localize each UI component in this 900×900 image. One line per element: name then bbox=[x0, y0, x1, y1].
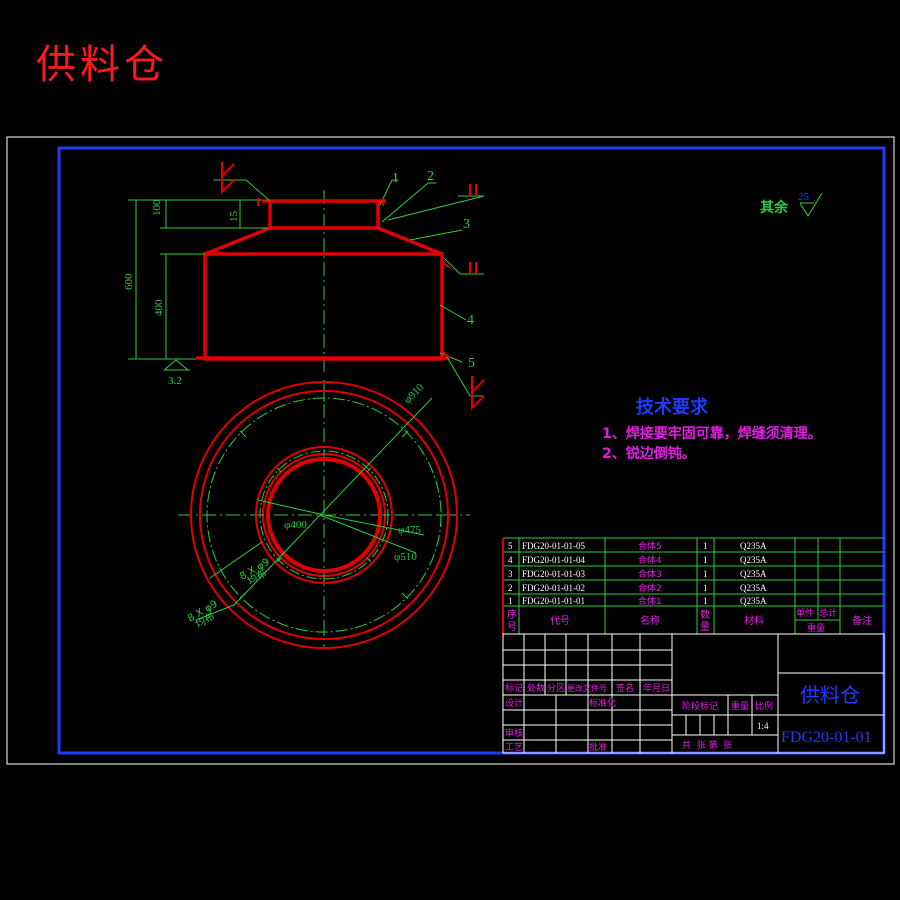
tb-check: 审核 bbox=[505, 727, 523, 739]
dim-600: 600 bbox=[123, 273, 135, 290]
tb-stage-mark: 阶段标记 bbox=[682, 700, 718, 712]
bom-row-name: 合体5 bbox=[638, 540, 662, 552]
bom-row-name: 合体4 bbox=[638, 554, 662, 566]
bom-row-qty: 1 bbox=[703, 596, 708, 606]
tech-requirements: 技术要求 1、焊接要牢固可靠，焊缝须清理。 2、锐边倒钝。 bbox=[602, 396, 822, 462]
tb-approve: 批准 bbox=[589, 741, 607, 753]
bom-row-code: FDG20-01-01-03 bbox=[522, 569, 585, 579]
roughness-other-label: 其余 bbox=[760, 199, 789, 216]
roughness-base-value: 3.2 bbox=[168, 375, 182, 387]
tb-drawing-name: 供料仓 bbox=[800, 683, 860, 707]
part-label-3: 3 bbox=[463, 217, 470, 232]
bom-header-single: 单件 bbox=[796, 607, 814, 619]
bom-row-no: 1 bbox=[508, 596, 513, 606]
title-block bbox=[502, 633, 885, 754]
bom-header-qty: 量 bbox=[700, 621, 710, 633]
tech-req-heading: 技术要求 bbox=[636, 396, 709, 418]
bom-row-no: 4 bbox=[508, 555, 513, 565]
bom-row-qty: 1 bbox=[703, 555, 708, 565]
part-label-5: 5 bbox=[468, 356, 475, 371]
roughness-other: 其余 25 bbox=[760, 191, 823, 217]
tb-weight: 重量 bbox=[731, 700, 749, 712]
bom-header-weight: 重量 bbox=[807, 622, 825, 634]
bom-row-qty: 1 bbox=[703, 541, 708, 551]
bom-header-material: 材料 bbox=[744, 614, 764, 627]
tb-design: 设计 bbox=[505, 697, 523, 709]
tb-scale: 比例 bbox=[755, 700, 773, 712]
bom-header-no: 序 bbox=[507, 608, 517, 621]
tb-change-doc: 更改文件号 bbox=[567, 683, 607, 693]
bom-row-material: Q235A bbox=[740, 569, 767, 579]
bom-row-name: 合体3 bbox=[638, 568, 662, 580]
tb-mark: 标记 bbox=[505, 682, 523, 694]
bom-row-material: Q235A bbox=[740, 541, 767, 551]
bom-header-no: 号 bbox=[507, 621, 517, 633]
tb-sign: 签名 bbox=[616, 682, 634, 694]
tech-req-line1: 1、焊接要牢固可靠，焊缝须清理。 bbox=[602, 425, 822, 442]
bom-header-qty: 数 bbox=[700, 608, 710, 621]
bom-header-name: 名称 bbox=[640, 614, 660, 627]
dim-15: 15 bbox=[228, 211, 240, 223]
bom-header-remark: 备注 bbox=[852, 614, 872, 627]
front-view: 100 15 600 400 3.2 1 2 3 4 5 bbox=[123, 162, 485, 411]
bom-row-name: 合体1 bbox=[638, 595, 662, 607]
page-title: 供料仓 bbox=[36, 42, 168, 88]
dim-dia510: φ510 bbox=[394, 551, 417, 563]
tb-zone: 分区 bbox=[547, 683, 565, 694]
part-label-4: 4 bbox=[467, 313, 474, 328]
bom-row-name: 合体2 bbox=[638, 582, 662, 594]
dim-dia475: φ475 bbox=[398, 524, 421, 536]
bom-rows: 5 FDG20-01-01-05 合体5 1 Q235A 4 FDG20-01-… bbox=[507, 540, 872, 634]
bom-row-no: 3 bbox=[508, 569, 513, 579]
tb-count: 处数 bbox=[527, 682, 545, 694]
tb-date: 年月日 bbox=[643, 682, 670, 694]
bom-row-material: Q235A bbox=[740, 583, 767, 593]
tb-process: 工艺 bbox=[505, 742, 523, 753]
dim-400-height: 400 bbox=[153, 299, 165, 316]
dim-dia910: φ910 bbox=[402, 381, 427, 406]
bom-row-qty: 1 bbox=[703, 583, 708, 593]
top-view: φ910 φ400 φ475 φ510 8 X φ9 均布 8 X φ9 均布 bbox=[178, 380, 470, 649]
tb-sheets: 共 张 第 张 bbox=[682, 739, 732, 751]
inner-border bbox=[57, 146, 886, 755]
title-block-text: 标记 处数 分区 更改文件号 签名 年月日 设计 标准化 审核 工艺 批准 阶段… bbox=[505, 682, 872, 753]
bom-row-code: FDG20-01-01-01 bbox=[522, 596, 585, 606]
tech-req-line2: 2、锐边倒钝。 bbox=[602, 445, 696, 462]
part-label-2: 2 bbox=[427, 169, 434, 184]
outer-border bbox=[6, 136, 895, 765]
roughness-other-value: 25 bbox=[798, 191, 810, 203]
dim-dia400: φ400 bbox=[284, 519, 307, 531]
bom-header-code: 代号 bbox=[550, 615, 570, 627]
tb-scale-value: 1:4 bbox=[757, 721, 769, 731]
tb-standard: 标准化 bbox=[589, 697, 616, 709]
part-label-1: 1 bbox=[392, 171, 399, 186]
bom-row-code: FDG20-01-01-02 bbox=[522, 583, 585, 593]
bom-row-code: FDG20-01-01-04 bbox=[522, 555, 585, 565]
bom-header-total: 总计 bbox=[819, 607, 837, 619]
bom-row-qty: 1 bbox=[703, 569, 708, 579]
bom-row-no: 5 bbox=[508, 541, 513, 551]
bom-row-material: Q235A bbox=[740, 555, 767, 565]
tb-drawing-no: FDG20-01-01 bbox=[781, 729, 872, 746]
bom-row-no: 2 bbox=[508, 583, 513, 593]
bom-row-code: FDG20-01-01-05 bbox=[522, 541, 585, 551]
bom-row-material: Q235A bbox=[740, 596, 767, 606]
dim-100: 100 bbox=[151, 199, 163, 216]
